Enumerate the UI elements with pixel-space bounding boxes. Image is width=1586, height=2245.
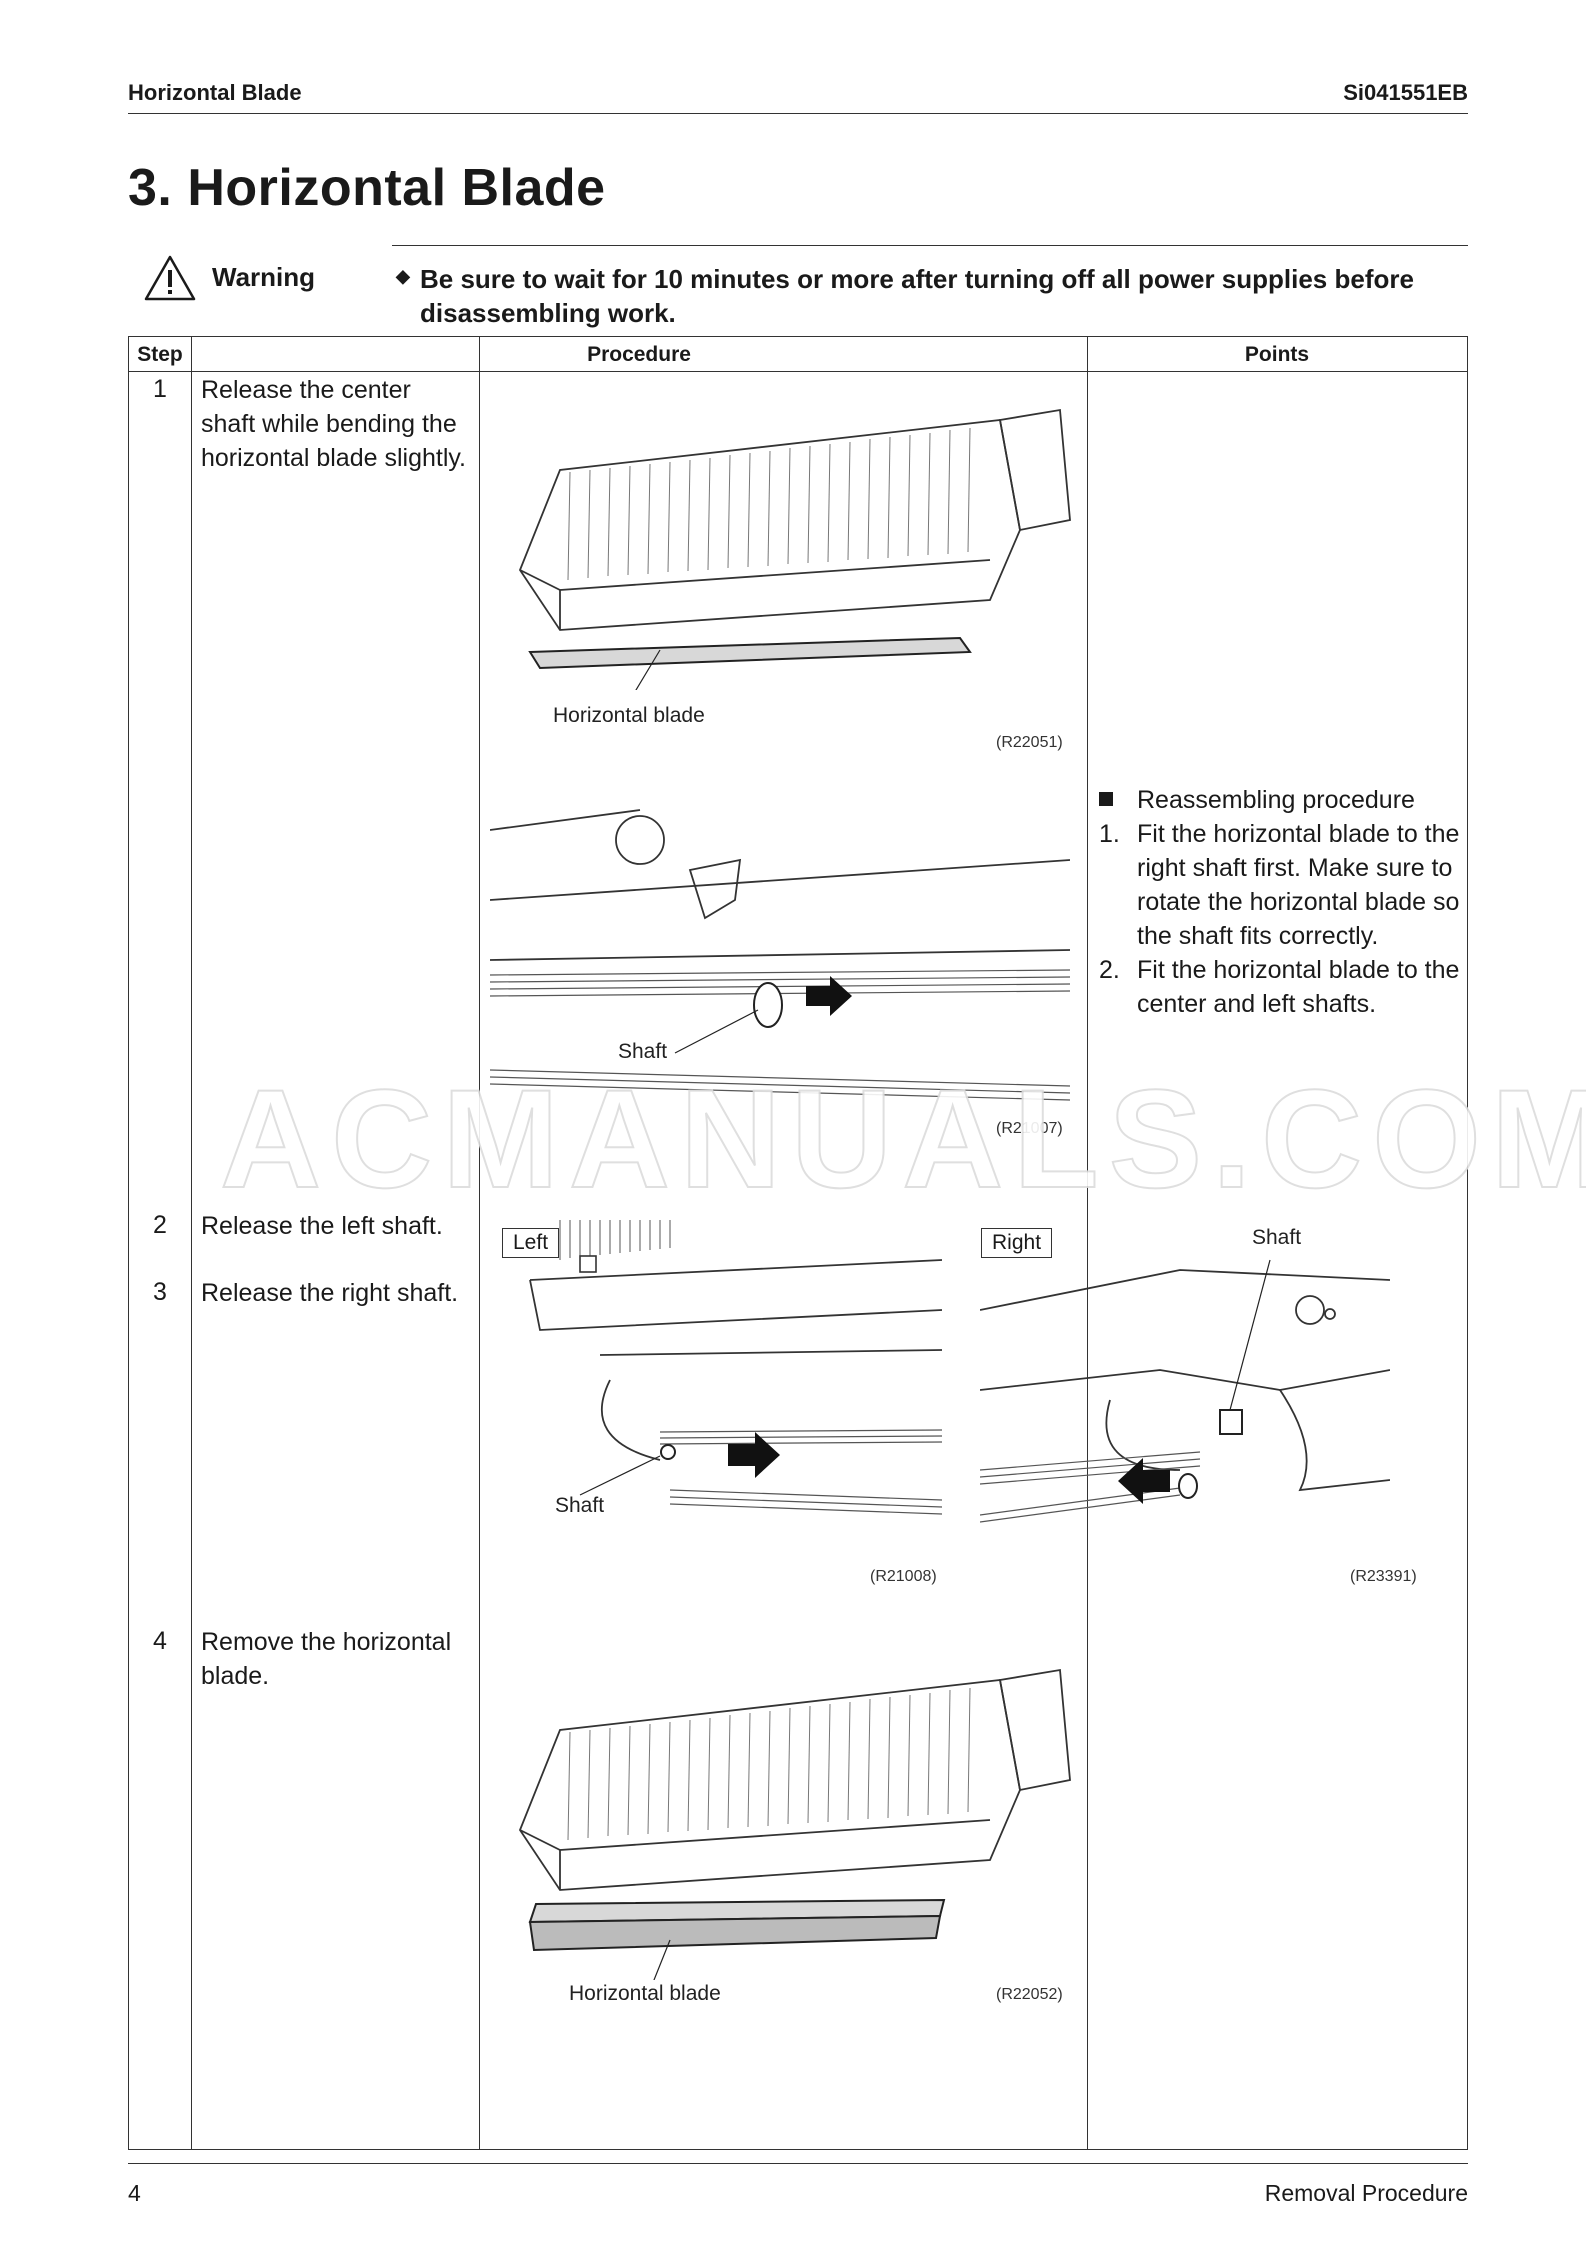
step-text: Remove the horizontal blade. — [201, 1628, 452, 1690]
figure-reference: (R21008) — [870, 1568, 937, 1585]
points-list-item: 2. Fit the horizontal blade to the cente… — [1099, 953, 1469, 1021]
item-text: Fit the horizontal blade to the right sh… — [1137, 820, 1460, 950]
illustration-indoor-unit — [518, 408, 1071, 690]
square-bullet-icon — [1099, 792, 1113, 807]
figure-blade-removed — [500, 1660, 1080, 1980]
watermark: ACMANUALS.COM — [219, 1059, 1586, 1218]
column-divider — [1087, 337, 1088, 2149]
step-number: 4 — [153, 1627, 167, 1655]
warning-triangle-icon — [144, 255, 196, 301]
figure-right-shaft — [980, 1220, 1390, 1580]
figure-label: Horizontal blade — [553, 704, 705, 727]
figure-left-shaft — [500, 1220, 942, 1540]
warning-label: Warning — [212, 262, 316, 292]
figure-label: Horizontal blade — [569, 1982, 721, 2005]
column-header-step: Step — [137, 343, 183, 366]
step-number: 3 — [153, 1278, 167, 1306]
page-title: 3. Horizontal Blade — [128, 159, 606, 217]
figure-reference: (R22052) — [996, 1986, 1063, 2003]
points-heading: Reassembling procedure — [1099, 783, 1415, 817]
points-list-item: 1. Fit the horizontal blade to the right… — [1099, 817, 1469, 953]
item-text: Fit the horizontal blade to the center a… — [1137, 956, 1460, 1018]
points-heading-text: Reassembling procedure — [1137, 786, 1415, 814]
title-divider — [392, 245, 1468, 246]
figure-tag-right: Right — [981, 1228, 1053, 1258]
item-number: 1. — [1099, 820, 1120, 848]
diamond-bullet-icon: ◆ — [396, 266, 410, 286]
column-header-procedure: Procedure — [587, 343, 691, 366]
page-number: 4 — [128, 2180, 141, 2206]
figure-reference: (R21007) — [996, 1120, 1063, 1137]
step-text: Release the left shaft. — [201, 1212, 443, 1240]
document-code: Si041551EB — [1343, 80, 1468, 105]
item-number: 2. — [1099, 956, 1120, 984]
step-number: 2 — [153, 1211, 167, 1239]
illustration-left-shaft — [529, 1220, 942, 1515]
figure-reference: (R23391) — [1350, 1568, 1417, 1585]
illustration-right-shaft — [980, 1259, 1390, 1523]
warning-text: Be sure to wait for 10 minutes or more a… — [420, 264, 1414, 328]
header-row-divider — [129, 371, 1467, 372]
figure-label: Shaft — [555, 1494, 605, 1517]
illustration-blade-removed — [518, 1668, 1071, 1980]
footer-section: Removal Procedure — [1264, 2180, 1468, 2206]
step-text: Release the right shaft. — [201, 1279, 459, 1307]
column-divider — [479, 337, 480, 2149]
step-number: 1 — [153, 375, 167, 403]
figure-label: Shaft — [618, 1040, 668, 1063]
procedure-table: Step Procedure Points 1 Release the cent… — [128, 336, 1468, 2150]
header-divider — [128, 113, 1468, 114]
figure-reference: (R22051) — [996, 734, 1063, 751]
running-header-title: Horizontal Blade — [128, 80, 302, 105]
column-divider — [191, 337, 192, 2149]
figure-center-shaft-detail — [490, 790, 1070, 1110]
column-header-points: Points — [1244, 343, 1310, 366]
step-text: Release the center shaft while bending t… — [201, 376, 466, 472]
figure-label: Shaft — [1252, 1226, 1302, 1249]
footer-divider — [128, 2163, 1468, 2164]
illustration-center-shaft — [490, 809, 1070, 1101]
figure-unit-with-blade — [500, 400, 1080, 690]
figure-tag-left: Left — [502, 1228, 560, 1258]
